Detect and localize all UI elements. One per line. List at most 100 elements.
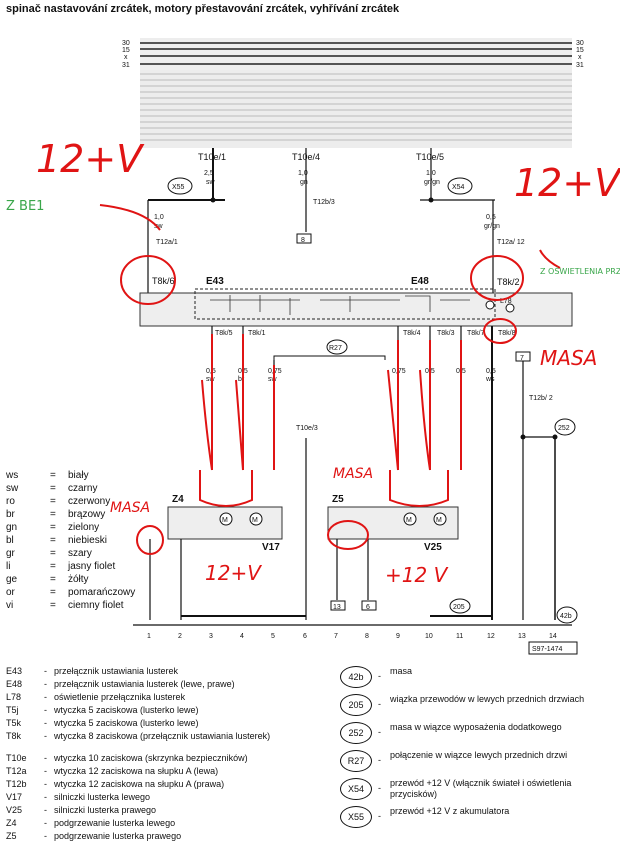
mirror-switch-box: E43 E48 L78 (139, 276, 573, 327)
component-desc: wtyczka 5 zaciskowa (lusterko lewe) (54, 705, 199, 715)
svg-text:T12b/3: T12b/3 (313, 199, 335, 206)
svg-text:R27: R27 (329, 345, 342, 352)
connector-t10e1: T10e/1 2,5 sw (198, 148, 226, 200)
rail-30-left: 30 (122, 40, 130, 47)
legend-eq: = (50, 509, 56, 520)
component-desc: podgrzewanie lusterka lewego (54, 818, 176, 828)
svg-text:14: 14 (549, 633, 557, 640)
svg-text:13: 13 (333, 604, 341, 611)
reference-circle: 252 (340, 722, 372, 744)
component-code: E43 (6, 666, 23, 676)
legend-code: bl (6, 535, 14, 546)
reference-circle: 42b (340, 666, 372, 688)
connector-t10e4: T10e/4 1,0 gn T12b/3 8 (292, 148, 335, 244)
component-code: T12b (6, 779, 27, 789)
rail-labels-left: 30 15 x 31 (122, 40, 130, 69)
legend-value: czarny (68, 483, 98, 494)
svg-text:5: 5 (271, 633, 275, 640)
handwritten-12v-left: 12+V (36, 137, 145, 181)
component-desc: podgrzewanie lusterka prawego (54, 831, 182, 841)
svg-text:T8k/5: T8k/5 (215, 330, 233, 337)
svg-text:8: 8 (301, 237, 305, 244)
legend-eq: = (50, 483, 56, 494)
legend-code: gn (6, 522, 18, 533)
rail-15-right: 15 (576, 47, 584, 54)
svg-text:sw: sw (268, 376, 278, 383)
rail-x-left: x (124, 54, 128, 61)
left-mirror-box: Z4 V17 M M (167, 494, 283, 553)
component-desc: wtyczka 12 zaciskowa na słupku A (prawa) (54, 779, 225, 789)
svg-text:sw: sw (206, 376, 216, 383)
label-l78: L78 (500, 298, 512, 305)
legend-code: br (6, 509, 15, 520)
legend-eq: = (50, 574, 56, 585)
legend-value: niebieski (68, 535, 107, 546)
component-desc: wtyczka 10 zaciskowa (skrzynka bezpieczn… (54, 753, 248, 763)
svg-text:T8k/4: T8k/4 (403, 330, 421, 337)
handwritten-oswietlenia: Z OŚWIETLENIA PRZEŁĄCZN (540, 265, 620, 276)
ref-205: 205 (449, 598, 471, 614)
legend-code: sw (6, 483, 19, 494)
svg-text:gn: gn (300, 179, 308, 186)
rail-30-right: 30 (576, 40, 584, 47)
connector-t10e5: T10e/5 1,0 gr/gn (416, 148, 444, 200)
reference-desc: połączenie w wiązce lewych przednich drz… (390, 750, 568, 760)
component-desc: wtyczka 12 zaciskowa na słupku A (lewa) (54, 766, 219, 776)
label-z5: Z5 (332, 494, 344, 505)
svg-text:42b: 42b (560, 613, 572, 620)
label-t12a1: T12a/1 (156, 239, 178, 246)
handwritten-masa-left: MASA (110, 500, 150, 516)
reference-circle: X54 (340, 778, 372, 800)
svg-text:1: 1 (147, 633, 151, 640)
svg-text:0,5: 0,5 (486, 368, 496, 375)
svg-text:11: 11 (456, 633, 463, 640)
label-z4: Z4 (172, 494, 184, 505)
label-v17: V17 (262, 542, 280, 553)
svg-text:0,5: 0,5 (486, 214, 496, 221)
reference-desc: przewód +12 V (włącznik świateł i oświet… (390, 778, 572, 799)
legend-value: szary (68, 548, 92, 559)
legend-eq: = (50, 470, 56, 481)
svg-text:1,0: 1,0 (298, 170, 308, 177)
legend-eq: = (50, 548, 56, 559)
ref-42b: 42b (556, 606, 578, 624)
svg-text:br: br (238, 376, 245, 383)
component-desc: silniczki lusterka prawego (54, 805, 157, 815)
component-code: V17 (6, 792, 23, 802)
svg-text:X55: X55 (172, 184, 185, 191)
legend-eq: = (50, 600, 56, 611)
rail-x-right: x (578, 54, 582, 61)
handwritten-masa-center: MASA (333, 466, 373, 482)
legend-value: czerwony (68, 496, 111, 507)
rail-15-left: 15 (122, 47, 130, 54)
diagram-code: S97-1474 (532, 646, 562, 653)
svg-text:sw: sw (206, 179, 216, 186)
ref-x54: X54 (447, 177, 473, 195)
component-code: T5k (6, 718, 22, 728)
svg-text:10: 10 (425, 633, 433, 640)
component-code: E48 (6, 679, 23, 689)
label-t12a12: T12a/ 12 (497, 239, 525, 246)
component-code: Z4 (6, 818, 17, 828)
svg-text:13: 13 (518, 633, 526, 640)
svg-text:T8k/3: T8k/3 (437, 330, 455, 337)
legend-code: or (6, 587, 15, 598)
svg-text:4: 4 (240, 633, 244, 640)
handwritten-12v-right: 12+V (514, 161, 620, 205)
svg-text:ws: ws (485, 376, 495, 383)
red-annotations (99, 204, 561, 555)
right-mirror-box: Z5 V25 M M (327, 494, 459, 553)
ref-252: 252 (554, 418, 576, 436)
legend-code: ge (6, 574, 18, 585)
ref-x55: X55 (167, 177, 193, 195)
legend-value: pomarańczowy (68, 587, 136, 598)
handwritten-12v-bottom-right: +12 V (385, 563, 449, 587)
legend-code: gr (6, 548, 15, 559)
svg-text:2,5: 2,5 (204, 170, 214, 177)
legend-code: ro (6, 496, 15, 507)
svg-text:252: 252 (558, 425, 570, 432)
